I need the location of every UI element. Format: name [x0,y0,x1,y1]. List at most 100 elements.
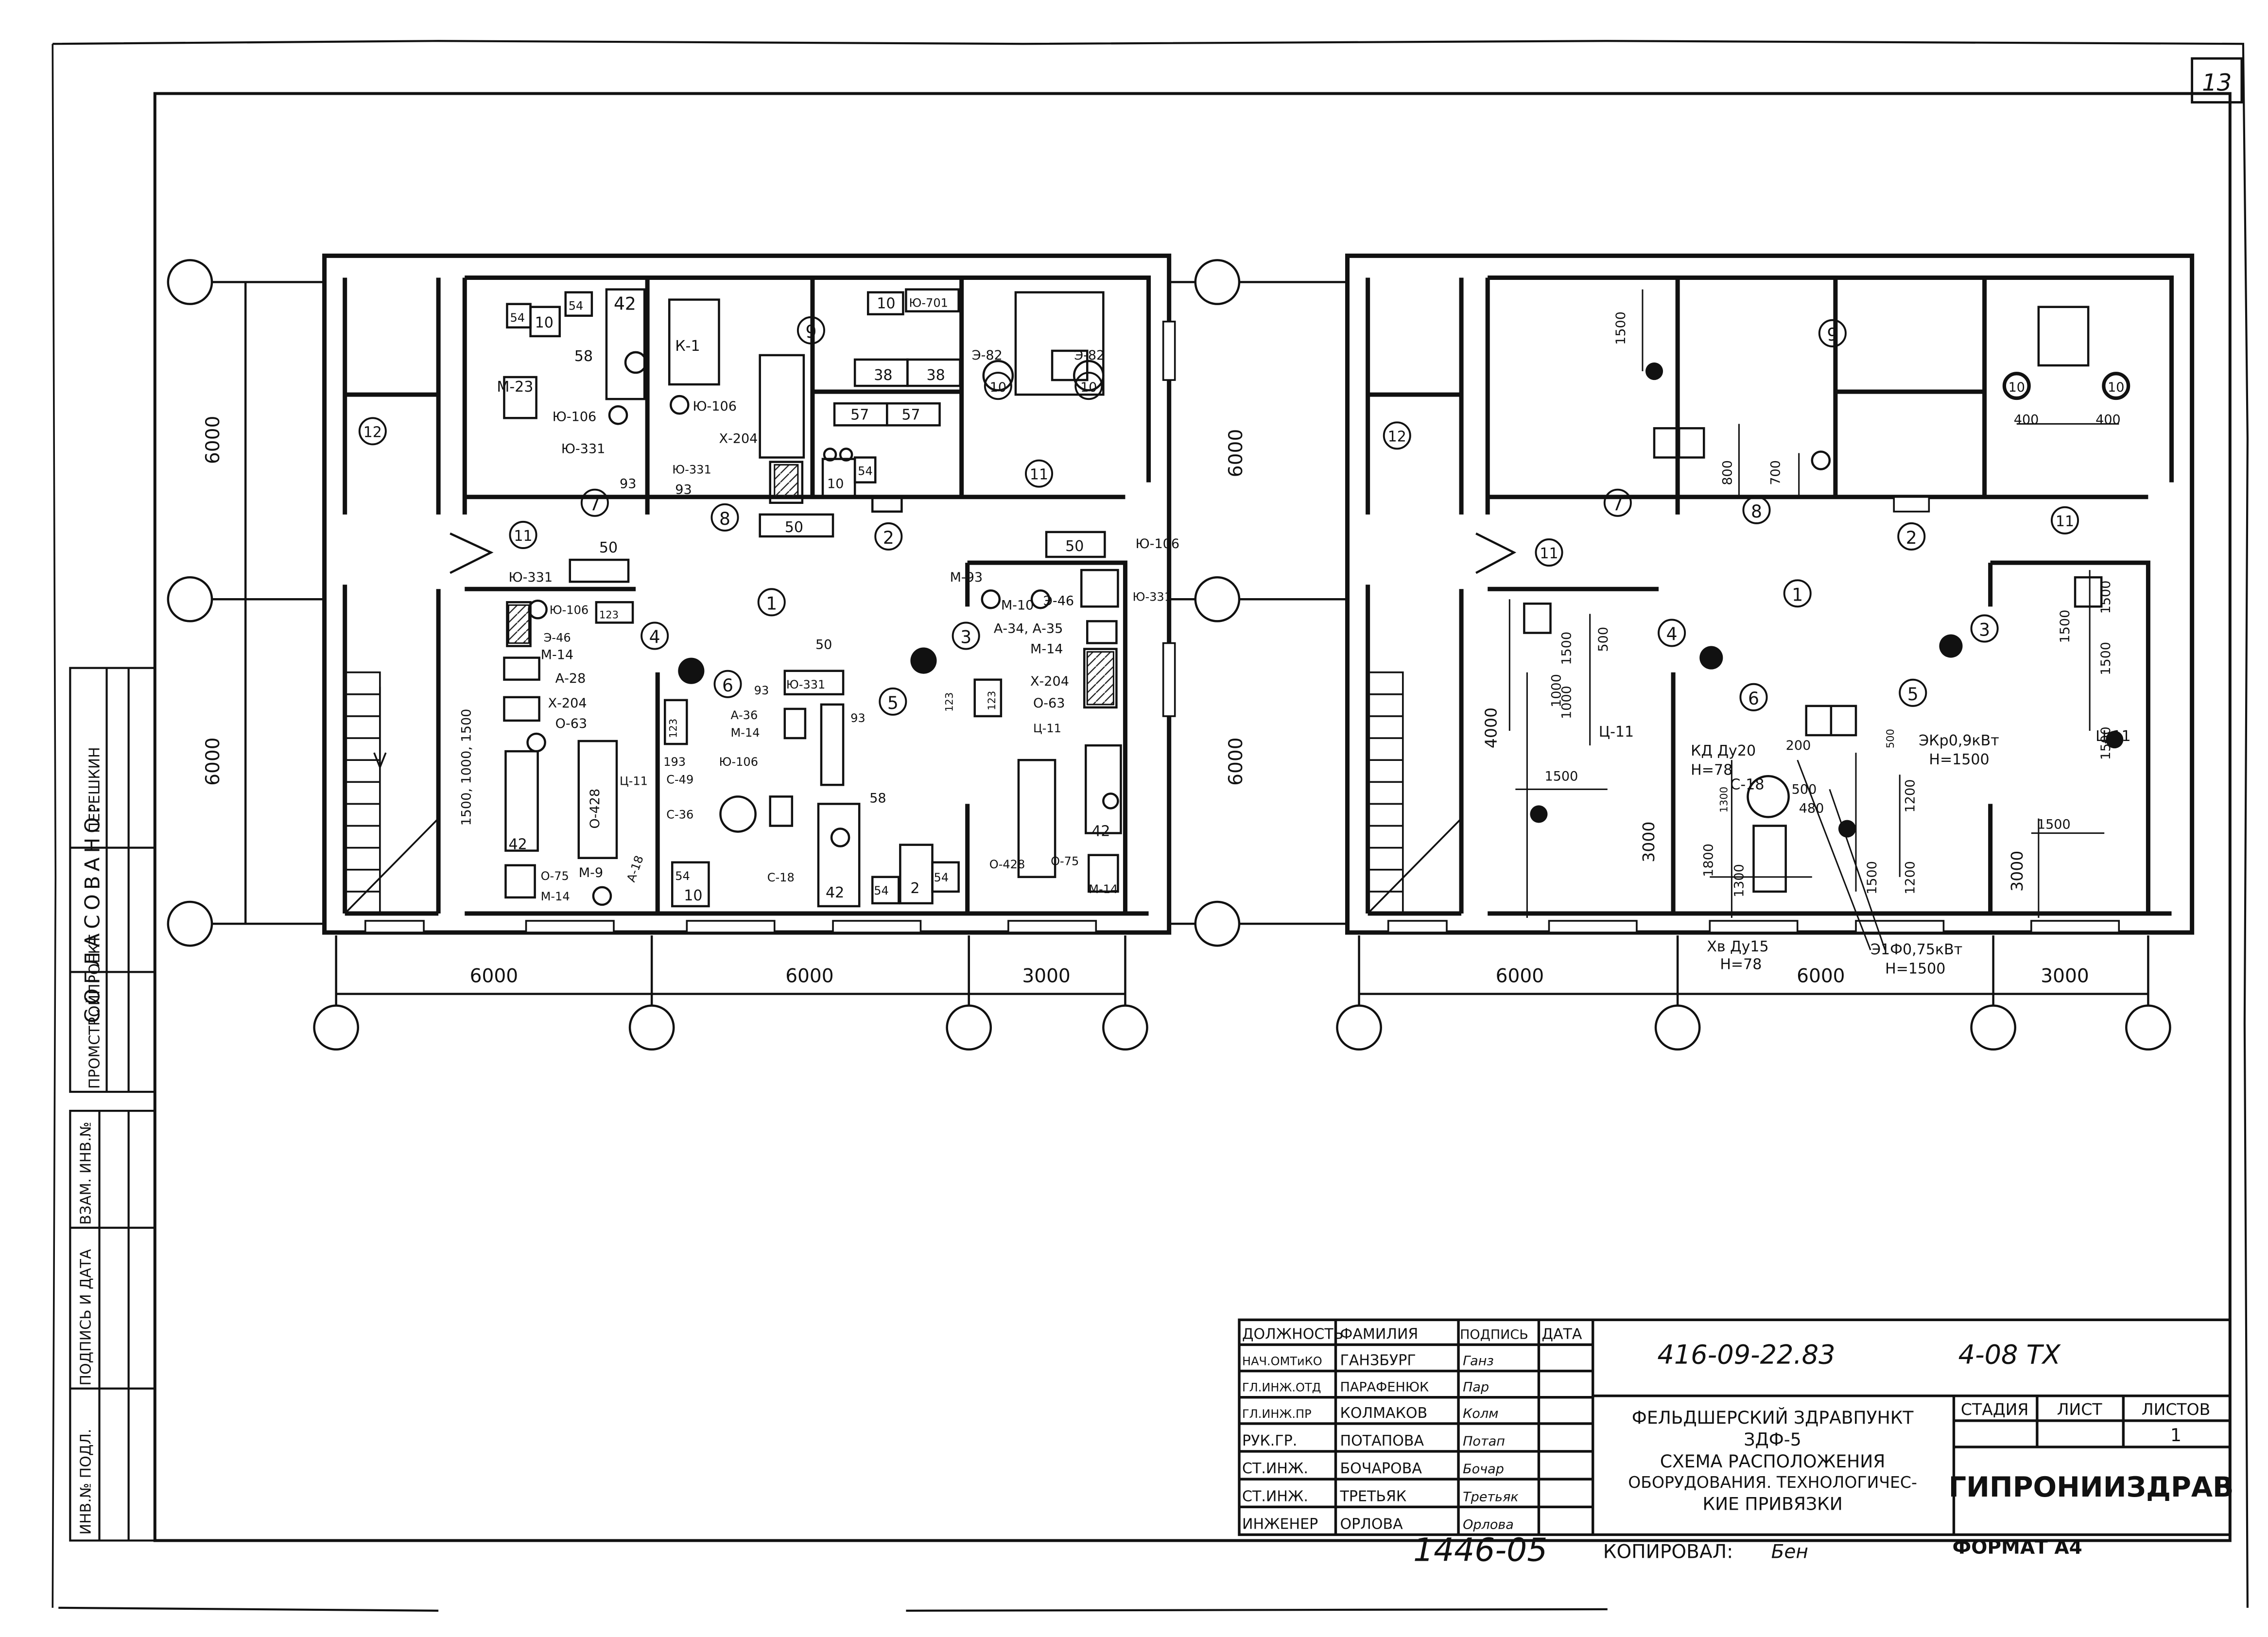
room-6-right: 6 [1748,689,1759,709]
stamp-header-sign: ПОДПИСЬ [1460,1327,1528,1342]
dim-label: 1200 [1903,861,1918,895]
eq-label: Ю-106 [550,603,589,617]
utility-note: Ц-11 [2095,728,2130,745]
axis-bubbles-right [1239,281,2171,1051]
dim-label: 3000 [1639,822,1658,862]
approval-agreed-label: СОГЛАСОВАНО: [80,801,104,1023]
stamp-name: ОРЛОВА [1340,1516,1403,1533]
dim-label: 500 [1596,627,1611,652]
room-1-right: 1 [1792,585,1803,605]
replace-inventory-label: ВЗАМ. ИНВ.№ [77,1122,94,1225]
windows-left [364,320,1176,933]
eq-label: 54 [569,299,584,313]
eq-label: 10 [827,477,844,492]
utility-note: Н=1500 [1929,751,1989,768]
stamp-name: КОЛМАКОВ [1340,1405,1427,1422]
dim-label: 1300 [1731,864,1747,897]
dim-label: 3000 [2008,851,2026,892]
room-10a-right: 10 [2008,380,2025,395]
dim-label: 400 [2014,412,2039,427]
dim-left-side-2: 6000 [202,737,224,785]
eq-label: М-93 [950,570,983,585]
sheets-header: ЛИСТОВ [2142,1400,2211,1419]
stamp-sign: Орлова [1463,1517,1514,1532]
stamp-header-date: ДАТА [1541,1326,1582,1343]
floor-plan-equipment: 6000 6000 3000 6000 6000 6000 6000 [0,0,1247,1051]
format-label: ФОРМАТ А4 [1952,1537,2082,1559]
dim-label: 700 [1768,460,1783,485]
eq-label: С-18 [767,871,795,884]
room-9-left: 9 [805,322,816,342]
stamp-name: ТРЕТЬЯК [1339,1488,1406,1505]
stamp-name: БОЧАРОВА [1340,1460,1422,1477]
room-2-right: 2 [1906,528,1917,548]
eq-label: А-28 [555,671,586,686]
utility-note: Н=1500 [1885,960,1945,977]
room-11a-left: 11 [1030,466,1048,483]
stamp-header-role: ДОЛЖНОСТЬ [1242,1326,1343,1343]
eq-label: 38 [874,367,892,384]
room-8-right: 8 [1751,501,1762,522]
eq-label: Ю-106 [693,399,737,414]
room-number-markers-right [1383,319,2130,711]
eq-label: 42 [1091,823,1110,840]
eq-label: 54 [510,311,525,325]
room-10b-left: 10 [1080,380,1097,395]
utility-note: ЭКр0,9кВт [1919,732,1999,749]
stair-right [1367,671,1462,914]
eq-label: 2 [910,880,919,897]
dim-label: 400 [2095,412,2121,427]
stamp-rows: НАЧ.ОМТиКО ГАНЗБУРГ Ганз ГЛ.ИНЖ.ОТД ПАРА… [1242,1352,1519,1533]
dim-right-side-2: 6000 [1225,737,1247,785]
dim-left-bottom-2: 6000 [785,965,833,987]
stamp-sign: Ганз [1463,1354,1494,1369]
title-lines: ФЕЛЬДШЕРСКИЙ ЗДРАВПУНКТ ЗДФ-5 СХЕМА РАСП… [1628,1408,1917,1514]
stamp-header-name: ФАМИЛИЯ [1340,1326,1418,1343]
eq-label: М-9 [579,865,603,880]
eq-label: О-63 [1033,696,1065,711]
floor-plan-dimensions: 6000 6000 3000 [0,0,2195,1051]
eq-label: Ю-331 [508,570,553,585]
dim-right-bottom-1: 6000 [1496,965,1544,987]
utility-note: С-18 [1730,776,1764,793]
eq-label: О-75 [541,869,569,883]
room-11b-right: 11 [1540,545,1558,562]
stamp-role: РУК.ГР. [1242,1432,1297,1449]
eq-label: 93 [675,482,692,498]
stage-header: СТАДИЯ [1961,1400,2028,1419]
utility-note: Хв Ду15 [1707,938,1768,955]
eq-label: Ю-331 [561,441,606,456]
stamp-sign: Потап [1463,1434,1505,1449]
title-line-4: ОБОРУДОВАНИЯ. ТЕХНОЛОГИЧЕС- [1628,1473,1917,1492]
eq-label: А-36 [731,708,758,722]
entrance-break-right [1475,532,1517,574]
stamp-role: ГЛ.ИНЖ.ПР [1242,1407,1312,1421]
hatched-equipment-left [507,464,1114,706]
room-number-markers-left [358,316,1103,716]
title-line-3: СХЕМА РАСПОЛОЖЕНИЯ [1660,1451,1885,1472]
eq-label: Э-46 [1043,593,1074,608]
equipment-labels-left: 54 10 54 42 К-1 10 Ю-701 Э-82 Э-82 58 М-… [0,0,1179,904]
utility-note: Н=78 [1691,761,1732,778]
dim-label: 1200 [1903,779,1918,813]
equipment-blocks-left [503,288,1122,908]
eq-label: С-49 [666,773,693,786]
eq-label: 10 [535,314,554,331]
eq-label: С-36 [666,808,693,821]
dimension-labels-right: 1500 800 700 400 400 1500 500 1500 1000 … [0,0,2121,897]
stamp-sign: Третьяк [1463,1489,1519,1504]
dim-label: 500 [1792,782,1817,797]
eq-label: Ц-11 [620,774,648,788]
eq-label: Э-82 [1074,348,1105,363]
fixture-circles-left [526,351,1119,906]
utility-notes-right: КД Ду20 Н=78 С-18 ЭКр0,9кВт Н=1500 Хв Ду… [1599,724,2131,977]
stamp-name: ПОТАПОВА [1340,1432,1424,1449]
title-line-1: ФЕЛЬДШЕРСКИЙ ЗДРАВПУНКТ [1632,1408,1914,1428]
dim-label: 500 [1884,729,1896,748]
eq-label: 10 [877,295,895,312]
eq-label: О-428 [989,858,1025,871]
eq-label: 93 [850,711,866,725]
eq-label: М-10 [1001,598,1034,613]
title-line-5: КИЕ ПРИВЯЗКИ [1702,1494,1842,1514]
dim-label: 480 [1799,801,1824,816]
